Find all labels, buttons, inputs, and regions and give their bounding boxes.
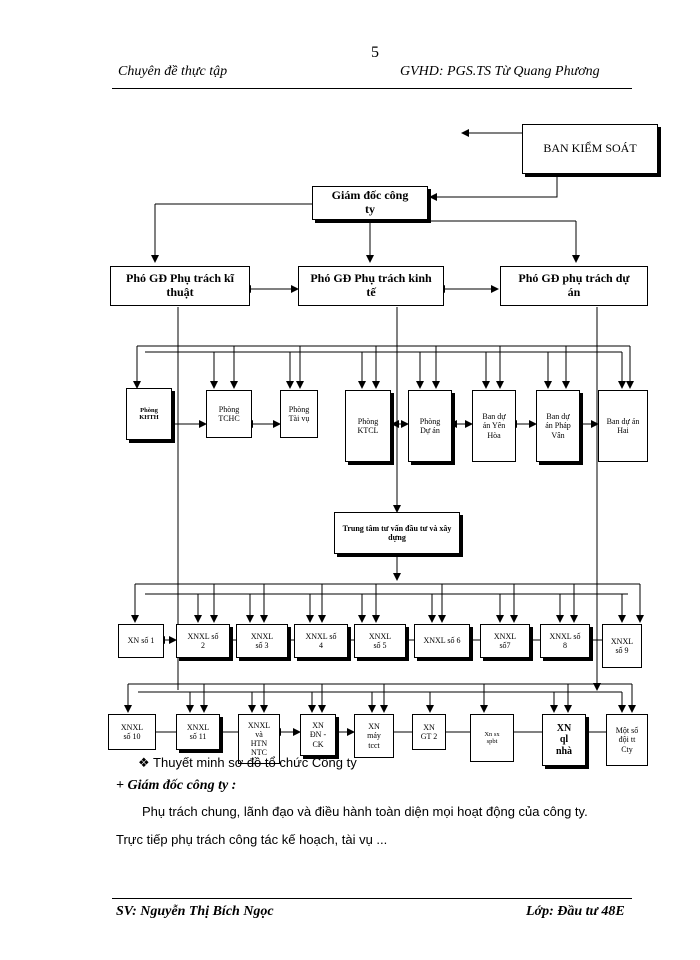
pho-gd-du-an-box: Phó GĐ phụ trách dự án: [500, 266, 648, 306]
dept-box: Phòng KHTH: [126, 388, 172, 440]
unit-box: XNXL số 2: [176, 624, 230, 658]
unit-box: XNXL số7: [480, 624, 530, 658]
subheading: + Giám đốc công ty :: [116, 778, 237, 793]
unit-box: XN ĐN - CK: [300, 714, 336, 756]
footer-left: SV: Nguyễn Thị Bích Ngọc: [116, 904, 274, 919]
giam-doc-box: Giám đốc công ty: [312, 186, 428, 220]
header-left: Chuyên đề thực tập: [118, 64, 228, 79]
trung-tam-tu-van-box: Trung tâm tư vấn đầu tư và xây dựng: [334, 512, 460, 554]
unit-box: XNXL số 3: [236, 624, 288, 658]
dept-box: Phòng Tài vụ: [280, 390, 318, 438]
unit-box: Xn sx spbt: [470, 714, 514, 762]
unit-box: XNXL số 5: [354, 624, 406, 658]
unit-box: XNXL và HTN NTC: [238, 714, 280, 764]
dept-box: Phòng Dự án: [408, 390, 452, 462]
footer-rule: [112, 898, 632, 899]
pho-gd-ky-thuat-box: Phó GĐ Phụ trách kĩ thuật: [110, 266, 250, 306]
unit-box: XNXL số 10: [108, 714, 156, 750]
header-rule: [112, 88, 632, 89]
unit-box: XNXL số 6: [414, 624, 470, 658]
dept-box: Ban dự án Hai: [598, 390, 648, 462]
page-number: 5: [371, 44, 379, 61]
dept-box: Ban dự án Pháp Vân: [536, 390, 580, 462]
unit-box: XN GT 2: [412, 714, 446, 750]
org-chart-connectors: [124, 129, 644, 736]
unit-box: XN số 1: [118, 624, 164, 658]
unit-box: XN ql nhà: [542, 714, 586, 766]
dept-box: Ban dự án Yên Hòa: [472, 390, 516, 462]
unit-box: XN máy tcct: [354, 714, 394, 758]
unit-box: XNXL số 8: [540, 624, 590, 658]
unit-box: XNXL số 4: [294, 624, 348, 658]
header-right: GVHD: PGS.TS Từ Quang Phương: [400, 64, 600, 79]
footer-right: Lớp: Đầu tư 48E: [526, 904, 625, 919]
dept-box: Phòng KTCL: [345, 390, 391, 462]
paragraph-line: Phụ trách chung, lãnh đạo và điều hành t…: [142, 804, 588, 819]
pho-gd-kinh-te-box: Phó GĐ Phụ trách kinh tế: [298, 266, 444, 306]
unit-box: XNXL số 11: [176, 714, 220, 750]
dept-box: Phòng TCHC: [206, 390, 252, 438]
paragraph-line: Trực tiếp phụ trách công tác kế hoạch, t…: [116, 832, 388, 847]
section-title: ❖ Thuyết minh sơ đồ tổ chức Công ty: [138, 755, 357, 770]
unit-box: XNXL số 9: [602, 624, 642, 668]
unit-box: Một số đội tt Cty: [606, 714, 648, 766]
ban-kiem-soat-box: BAN KIỂM SOÁT: [522, 124, 658, 174]
bullet-icon: ❖: [138, 755, 150, 770]
